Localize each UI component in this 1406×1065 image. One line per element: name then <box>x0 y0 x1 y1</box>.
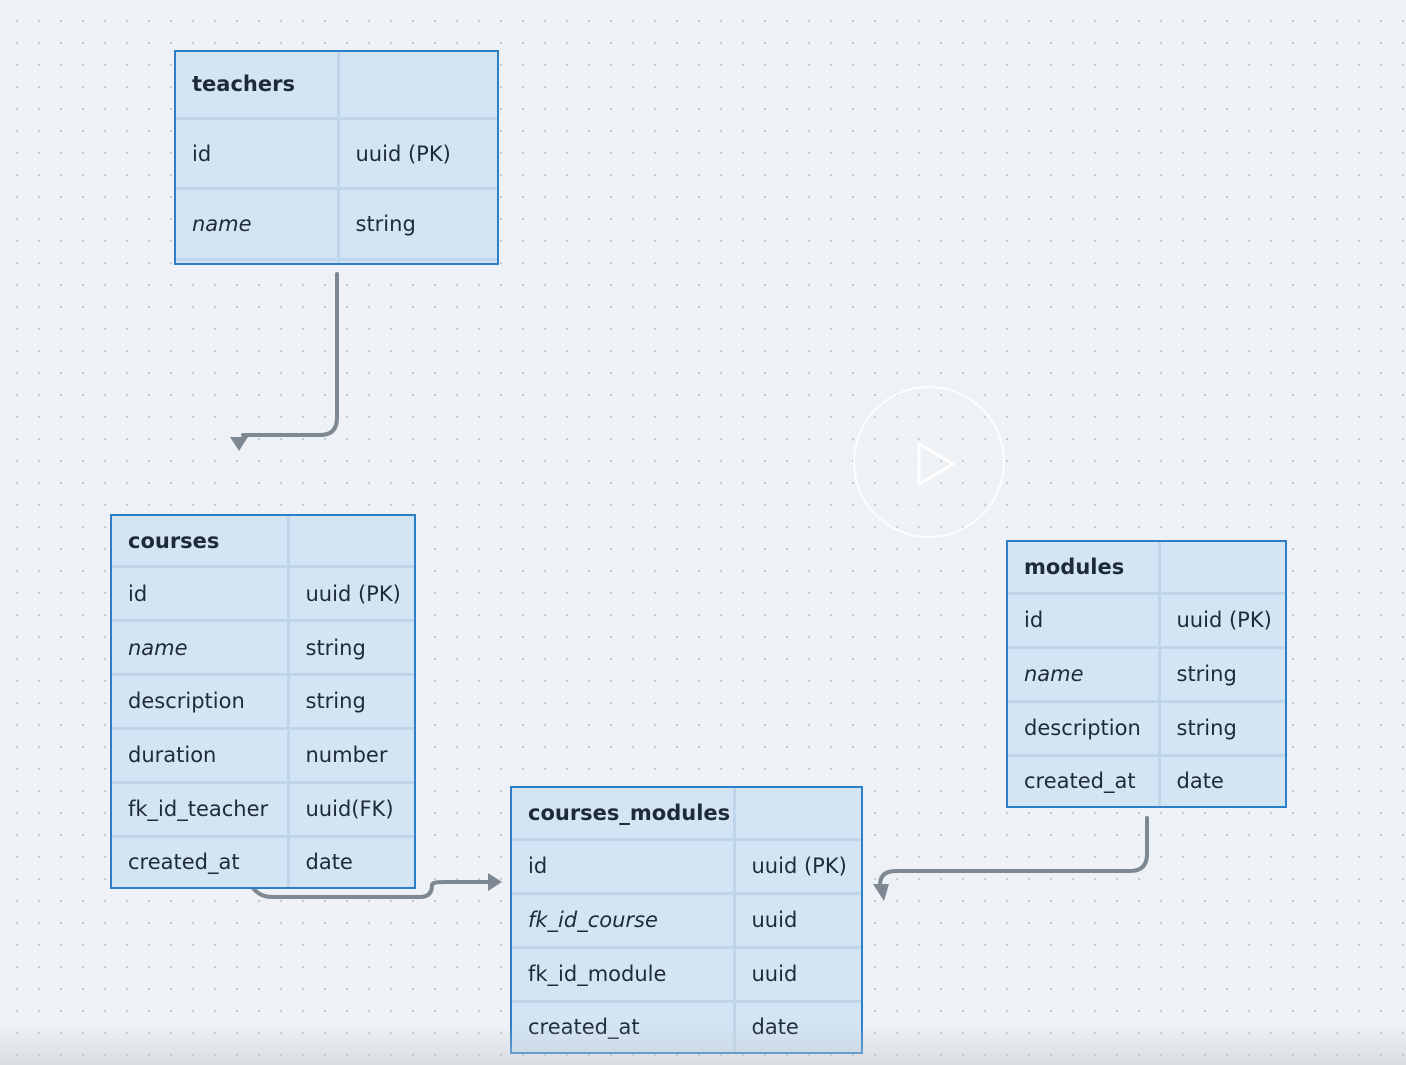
field-name: fk_id_teacher <box>112 782 290 838</box>
field-row[interactable]: name string <box>176 188 497 261</box>
field-row[interactable]: description string <box>1008 701 1285 757</box>
field-name: id <box>1008 593 1161 649</box>
play-button[interactable] <box>853 386 1005 538</box>
entity-table: courses_modules id uuid (PK) fk_id_cours… <box>512 788 861 1052</box>
field-name: fk_id_module <box>512 947 736 1003</box>
field-name: id <box>512 839 736 895</box>
entity-title: modules <box>1008 542 1161 595</box>
entity-courses[interactable]: courses id uuid (PK) name string descrip… <box>110 514 416 889</box>
field-name: name <box>176 188 340 261</box>
field-row[interactable]: created_at date <box>112 836 414 887</box>
field-row[interactable]: id uuid (PK) <box>176 118 497 191</box>
field-row[interactable]: fk_id_module uuid <box>512 947 861 1003</box>
field-type: string <box>288 620 414 677</box>
entity-header-row: teachers <box>176 52 497 120</box>
field-row[interactable]: created_at date <box>512 1001 861 1052</box>
field-row[interactable]: name string <box>112 620 414 677</box>
connector-modules-to-courses-modules <box>878 816 1149 887</box>
entity-title-spacer <box>734 788 861 841</box>
field-type: number <box>288 728 414 784</box>
arrow-head-teachers-to-courses <box>230 437 248 451</box>
entity-table: courses id uuid (PK) name string descrip… <box>112 516 414 887</box>
field-type: uuid (PK) <box>288 566 414 623</box>
field-name: name <box>1008 647 1161 703</box>
field-type: uuid (PK) <box>734 839 861 895</box>
arrow-head-courses-to-courses-modules <box>488 873 502 891</box>
field-name: name <box>112 620 290 677</box>
entity-teachers[interactable]: teachers id uuid (PK) name string <box>174 50 499 265</box>
entity-courses-modules[interactable]: courses_modules id uuid (PK) fk_id_cours… <box>510 786 863 1054</box>
field-type: uuid <box>734 893 861 949</box>
field-row[interactable]: description string <box>112 674 414 730</box>
field-name: created_at <box>512 1001 736 1052</box>
field-row[interactable]: id uuid (PK) <box>112 566 414 623</box>
entity-header-row: courses <box>112 516 414 569</box>
entity-title-spacer <box>1159 542 1285 595</box>
field-name: created_at <box>1008 755 1161 806</box>
field-name: id <box>176 118 340 191</box>
field-row[interactable]: id uuid (PK) <box>1008 593 1285 649</box>
field-row[interactable]: id uuid (PK) <box>512 839 861 895</box>
entity-title: courses_modules <box>512 788 736 841</box>
connector-teachers-to-courses <box>241 272 339 437</box>
field-row[interactable]: duration number <box>112 728 414 784</box>
field-type: string <box>1159 701 1285 757</box>
arrow-head-modules-to-courses-modules <box>873 884 889 901</box>
entity-table: teachers id uuid (PK) name string <box>176 52 497 263</box>
field-row[interactable]: name string <box>1008 647 1285 703</box>
field-name: duration <box>112 728 290 784</box>
field-type: date <box>1176 769 1224 794</box>
field-row-empty[interactable] <box>176 259 497 263</box>
entity-header-row: courses_modules <box>512 788 861 841</box>
field-type: string <box>338 188 497 261</box>
field-type: string <box>288 674 414 730</box>
entity-table: modules id uuid (PK) name string descrip… <box>1008 542 1285 806</box>
field-type: uuid(FK) <box>288 782 414 838</box>
field-type: date <box>305 850 353 875</box>
field-name: id <box>112 566 290 623</box>
field-row[interactable]: fk_id_teacher uuid(FK) <box>112 782 414 838</box>
entity-title: teachers <box>176 52 340 120</box>
field-type: uuid (PK) <box>1159 593 1285 649</box>
field-name: description <box>1008 701 1161 757</box>
field-name <box>176 259 340 263</box>
field-type <box>338 259 497 263</box>
field-name: fk_id_course <box>512 893 736 949</box>
entity-modules[interactable]: modules id uuid (PK) name string descrip… <box>1006 540 1287 808</box>
entity-title-spacer <box>288 516 414 569</box>
field-row[interactable]: fk_id_course uuid <box>512 893 861 949</box>
field-type: date <box>751 1015 799 1040</box>
field-row[interactable]: created_at date <box>1008 755 1285 806</box>
field-name: created_at <box>112 836 290 887</box>
entity-header-row: modules <box>1008 542 1285 595</box>
connector-courses-to-courses-modules <box>251 880 492 899</box>
entity-title: courses <box>112 516 290 569</box>
field-type: uuid (PK) <box>338 118 497 191</box>
entity-title-spacer <box>338 52 497 120</box>
field-type: uuid <box>734 947 861 1003</box>
field-type: string <box>1159 647 1285 703</box>
play-icon <box>917 442 955 486</box>
field-name: description <box>112 674 290 730</box>
